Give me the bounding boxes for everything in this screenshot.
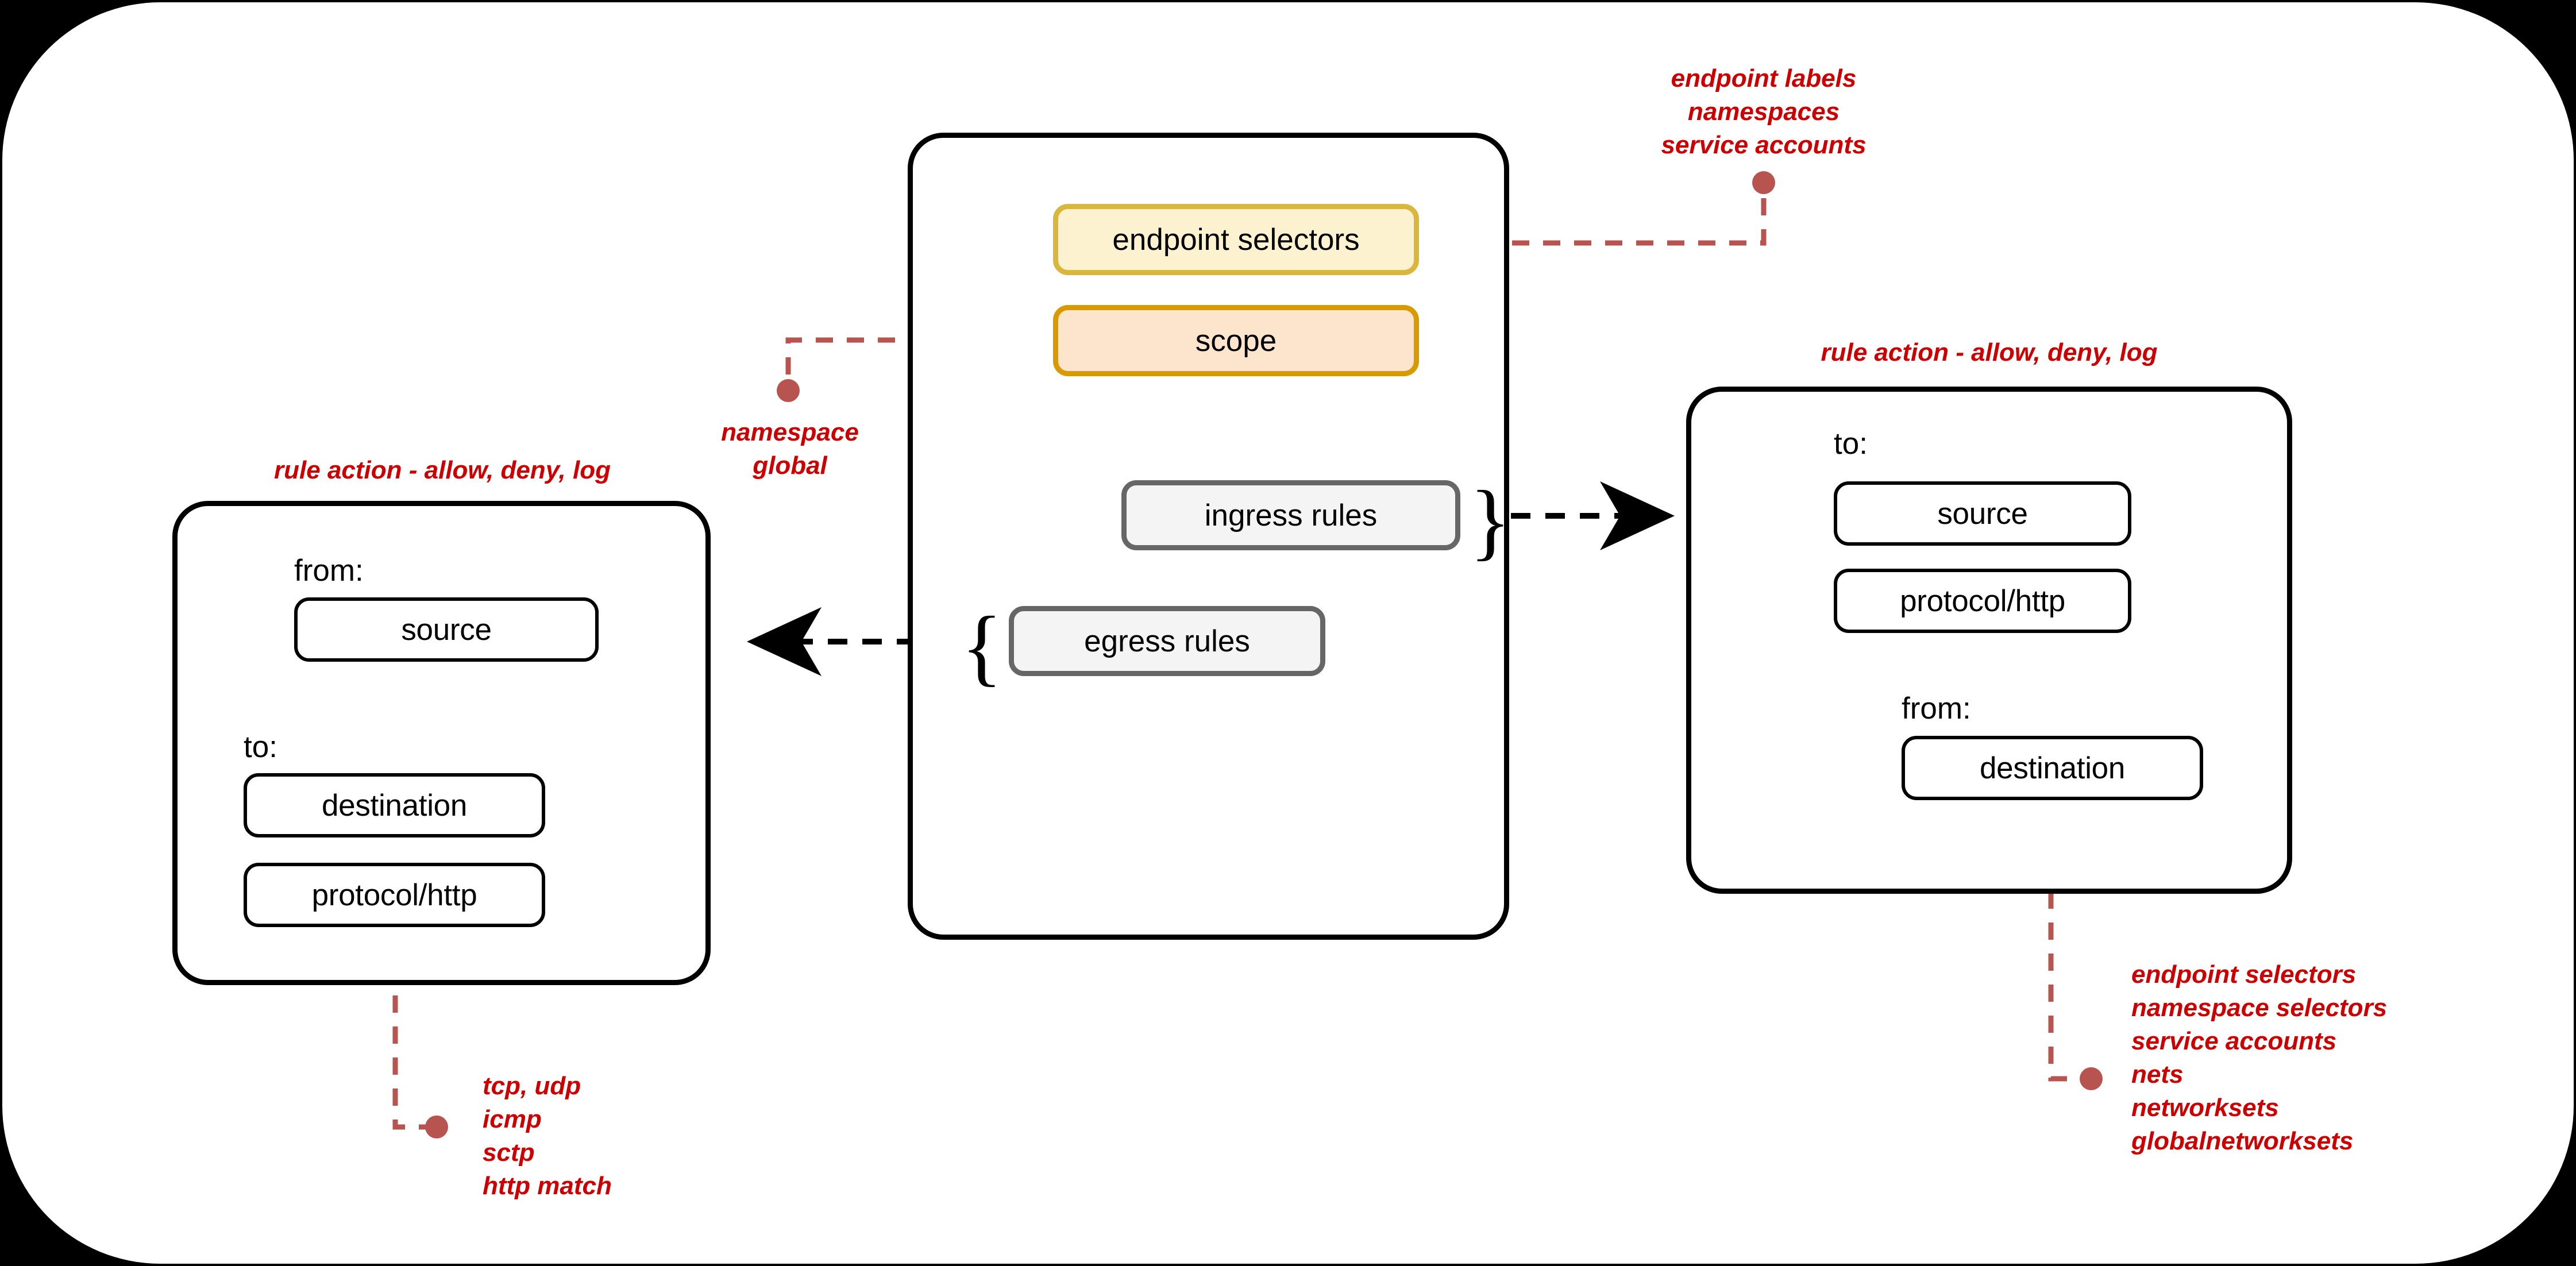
right-from-label: from: bbox=[1902, 692, 1971, 725]
right-source-box[interactable]: source bbox=[1834, 481, 2131, 546]
left-from-label: from: bbox=[294, 554, 364, 588]
ingress-rules-box[interactable]: ingress rules bbox=[1121, 480, 1460, 550]
left-destination-box[interactable]: destination bbox=[244, 773, 545, 837]
protocols-annotation: tcp, udp icmp sctp http match bbox=[483, 1072, 612, 1201]
scope-label: scope bbox=[1195, 323, 1277, 358]
right-protocol-box[interactable]: protocol/http bbox=[1834, 569, 2131, 633]
ingress-brace: } bbox=[1470, 478, 1511, 564]
scope-annotation: namespace global bbox=[721, 418, 859, 480]
egress-rules-box[interactable]: egress rules bbox=[1009, 606, 1325, 676]
right-destination-label: destination bbox=[1979, 751, 2126, 785]
right-protocol-label: protocol/http bbox=[1900, 584, 2065, 618]
left-protocol-box[interactable]: protocol/http bbox=[244, 863, 545, 927]
right-destination-box[interactable]: destination bbox=[1902, 736, 2203, 800]
egress-brace: { bbox=[961, 604, 1002, 690]
ingress-brace-glyph: } bbox=[1470, 473, 1511, 569]
left-protocol-label: protocol/http bbox=[311, 878, 477, 912]
left-to-label: to: bbox=[244, 730, 277, 764]
left-panel-heading: rule action - allow, deny, log bbox=[274, 456, 611, 484]
endpoint-selectors-label: endpoint selectors bbox=[1112, 222, 1360, 257]
right-source-label: source bbox=[1937, 496, 2028, 531]
destination-sources-annotation: endpoint selectors namespace selectors s… bbox=[2131, 960, 2388, 1156]
egress-brace-glyph: { bbox=[961, 599, 1002, 694]
left-source-label: source bbox=[401, 612, 492, 647]
right-to-label: to: bbox=[1834, 427, 1868, 461]
left-destination-label: destination bbox=[321, 788, 468, 823]
egress-rules-label: egress rules bbox=[1084, 624, 1250, 658]
endpoint-selectors-box[interactable]: endpoint selectors bbox=[1053, 204, 1419, 275]
right-panel-heading: rule action - allow, deny, log bbox=[1821, 338, 2158, 366]
endpoint-selectors-annotation: endpoint labels namespaces service accou… bbox=[1661, 64, 1867, 160]
left-source-box[interactable]: source bbox=[294, 597, 599, 662]
scope-box[interactable]: scope bbox=[1053, 305, 1419, 376]
ingress-rules-label: ingress rules bbox=[1204, 498, 1378, 532]
ingress-rule-panel bbox=[1686, 387, 2292, 894]
